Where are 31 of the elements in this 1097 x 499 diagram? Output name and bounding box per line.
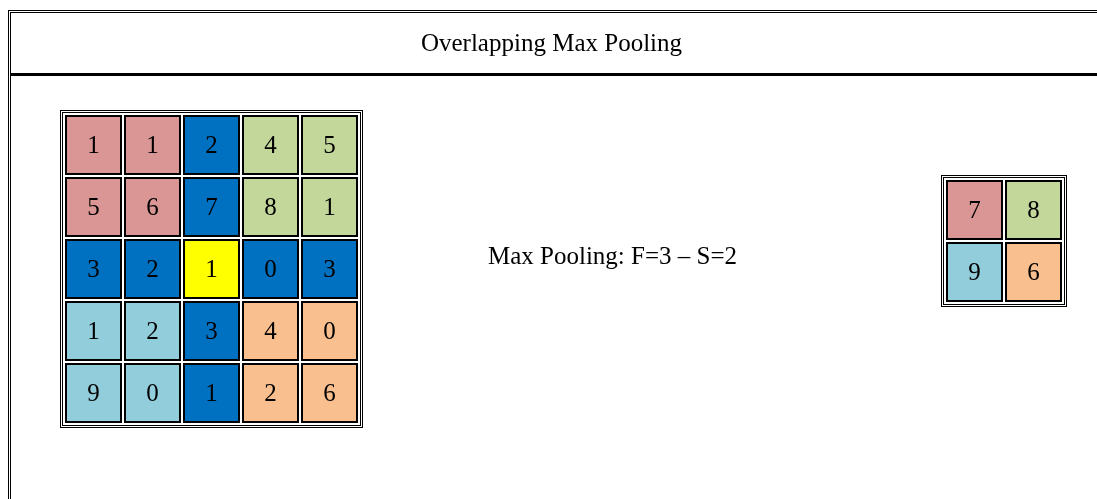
operation-label: Max Pooling: F=3 – S=2: [488, 242, 738, 270]
matrix-cell: 4: [242, 115, 299, 175]
matrix-cell: 6: [124, 177, 181, 237]
matrix-cell: 0: [124, 363, 181, 423]
matrix-cell: 0: [301, 301, 358, 361]
matrix-cell: 5: [65, 177, 122, 237]
matrix-cell: 6: [1005, 242, 1062, 302]
matrix-cell: 9: [946, 242, 1003, 302]
matrix-cell: 2: [183, 115, 240, 175]
matrix-cell: 8: [242, 177, 299, 237]
matrix-cell: 2: [124, 301, 181, 361]
matrix-cell: 5: [301, 115, 358, 175]
matrix-cell: 3: [301, 239, 358, 299]
matrix-cell: 7: [946, 180, 1003, 240]
matrix-cell: 0: [242, 239, 299, 299]
matrix-cell: 1: [183, 239, 240, 299]
matrix-cell: 2: [124, 239, 181, 299]
matrix-cell: 1: [183, 363, 240, 423]
matrix-cell: 9: [65, 363, 122, 423]
matrix-cell: 1: [301, 177, 358, 237]
matrix-cell: 6: [301, 363, 358, 423]
matrix-cell: 8: [1005, 180, 1062, 240]
matrix-cell: 2: [242, 363, 299, 423]
matrix-cell: 3: [65, 239, 122, 299]
title: Overlapping Max Pooling: [420, 29, 683, 57]
matrix-cell: 7: [183, 177, 240, 237]
matrix-cell: 1: [65, 301, 122, 361]
matrix-cell: 1: [65, 115, 122, 175]
matrix-cell: 3: [183, 301, 240, 361]
matrix-cell: 4: [242, 301, 299, 361]
matrix-cell: 1: [124, 115, 181, 175]
